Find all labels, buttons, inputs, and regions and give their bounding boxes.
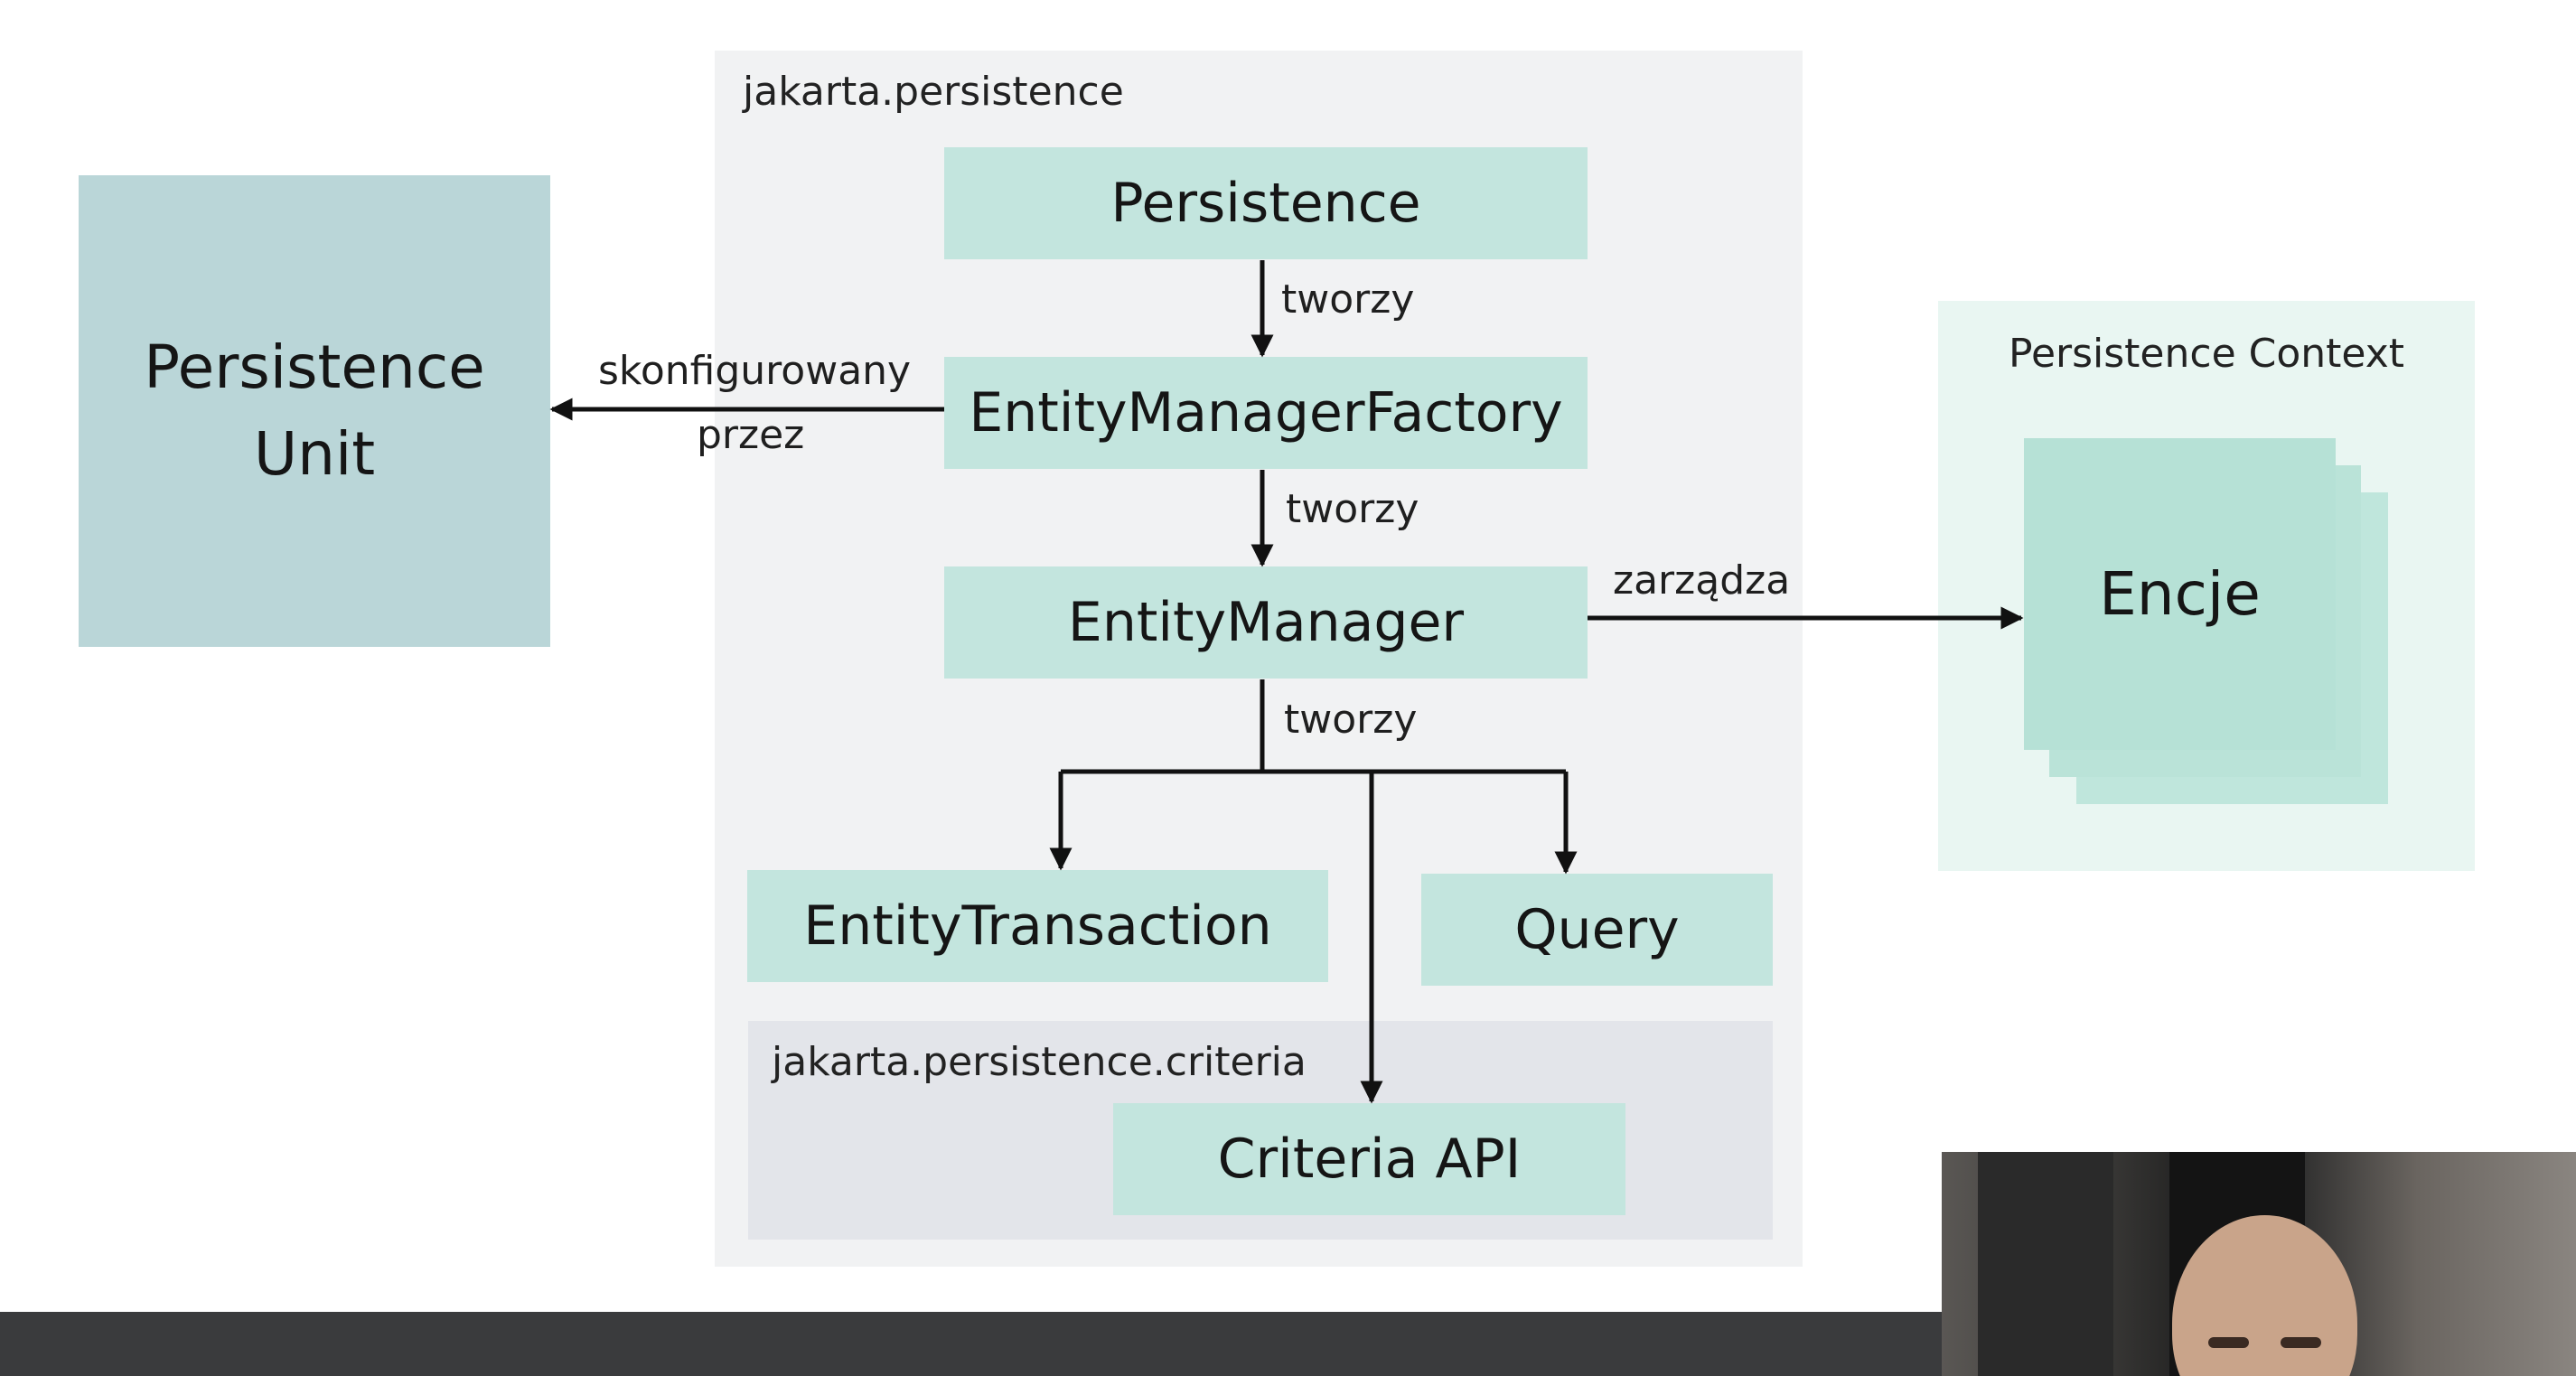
edge-label-configured-line1: skonfigurowany xyxy=(598,348,912,394)
entities-label: Encje xyxy=(2099,559,2261,629)
persistence-unit-label-line2: Unit xyxy=(253,419,376,489)
edge-label-configured-line2: przez xyxy=(697,412,805,458)
edge-label-creates-3: tworzy xyxy=(1284,697,1418,743)
webcam-person-eye-right xyxy=(2281,1337,2321,1348)
node-persistence: Persistence xyxy=(944,147,1588,259)
node-criteria-api: Criteria API xyxy=(1113,1103,1625,1215)
persistence-unit-box: Persistence Unit xyxy=(79,175,550,647)
node-entity-manager-factory: EntityManagerFactory xyxy=(944,357,1588,469)
edge-label-creates-1: tworzy xyxy=(1281,276,1415,323)
package-criteria-label: jakarta.persistence.criteria xyxy=(772,1039,1307,1085)
node-entity-transaction: EntityTransaction xyxy=(747,870,1328,982)
node-entity-manager: EntityManager xyxy=(944,566,1588,679)
entity-card-front: Encje xyxy=(2024,438,2336,750)
webcam-shelf-dark xyxy=(1978,1152,2113,1376)
node-query: Query xyxy=(1421,874,1773,986)
edge-label-manages: zarządza xyxy=(1613,557,1791,604)
persistence-unit-label-line1: Persistence xyxy=(144,332,485,403)
webcam-overlay xyxy=(1942,1152,2576,1376)
webcam-person-head xyxy=(2172,1215,2357,1376)
edge-label-creates-2: tworzy xyxy=(1286,486,1419,532)
package-jakarta-persistence-label: jakarta.persistence xyxy=(743,69,1124,115)
webcam-person-eye-left xyxy=(2208,1337,2249,1348)
persistence-context-label: Persistence Context xyxy=(2008,331,2405,377)
